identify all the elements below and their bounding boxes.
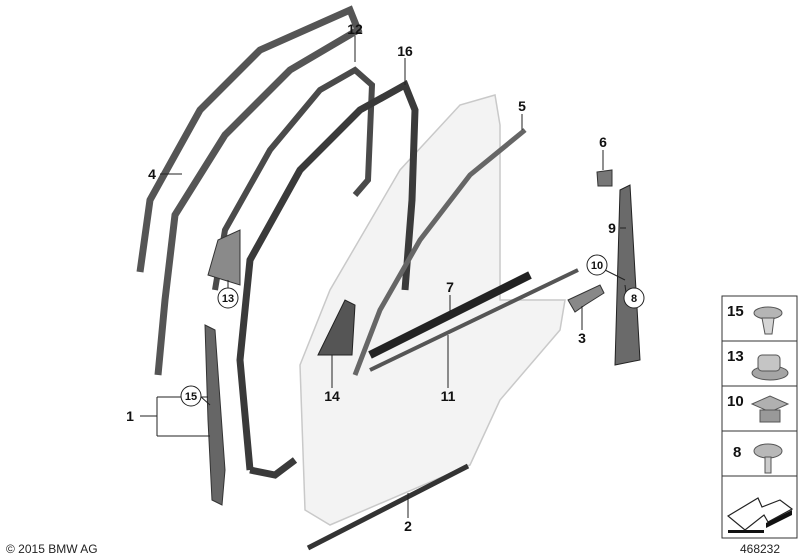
part-13-bracket [207, 229, 241, 286]
part-12-seal [212, 66, 376, 291]
callout-2: 2 [404, 518, 412, 534]
legend-label-10: 10 [727, 393, 744, 410]
callout-8: 8 [631, 293, 637, 305]
part-11-shaft-seal [369, 268, 579, 372]
callout-circle-15 [180, 385, 202, 407]
part-16-seal-lower [249, 457, 298, 479]
callout-circle-8 [623, 287, 645, 309]
callout-5: 5 [518, 98, 526, 114]
part-3-bracket [567, 284, 605, 313]
callout-6: 6 [599, 134, 607, 150]
clip-icon [753, 306, 783, 335]
callout-16: 16 [397, 43, 413, 59]
leader-lines [140, 36, 627, 518]
callout-10: 10 [591, 260, 603, 272]
nut-clip-icon [751, 354, 789, 381]
copyright: © 2015 BMW AG [6, 542, 98, 556]
callout-13: 13 [222, 293, 234, 305]
callout-14: 14 [324, 388, 340, 404]
callout-7: 7 [446, 279, 454, 295]
legend-label-13: 13 [727, 348, 744, 365]
callout-15: 15 [185, 391, 197, 403]
legend-label-8: 8 [733, 444, 741, 461]
fastener-legend: 15 13 10 8 [721, 295, 798, 539]
part-16-seal [236, 80, 419, 471]
callout-12: 12 [347, 21, 363, 37]
part-9-pillar-trim [614, 184, 641, 366]
callout-1: 1 [126, 408, 134, 424]
spring-nut-icon [750, 395, 790, 423]
part-4-seal [136, 5, 363, 376]
part-2-seal [306, 463, 470, 551]
part-5-seal [352, 128, 527, 376]
callout-9: 9 [608, 220, 616, 236]
callout-circle-13 [217, 287, 239, 309]
callout-11: 11 [441, 388, 456, 404]
callout-4: 4 [148, 166, 156, 182]
part-6-cap [596, 169, 613, 187]
arrow-icon [726, 497, 794, 533]
part-14-trim [317, 299, 356, 356]
diagram-number: 468232 [740, 542, 780, 556]
part-1-seal [204, 324, 226, 506]
screw-icon [753, 443, 783, 474]
callout-circle-10 [586, 254, 608, 276]
callout-3: 3 [578, 330, 586, 346]
legend-label-15: 15 [727, 303, 744, 320]
